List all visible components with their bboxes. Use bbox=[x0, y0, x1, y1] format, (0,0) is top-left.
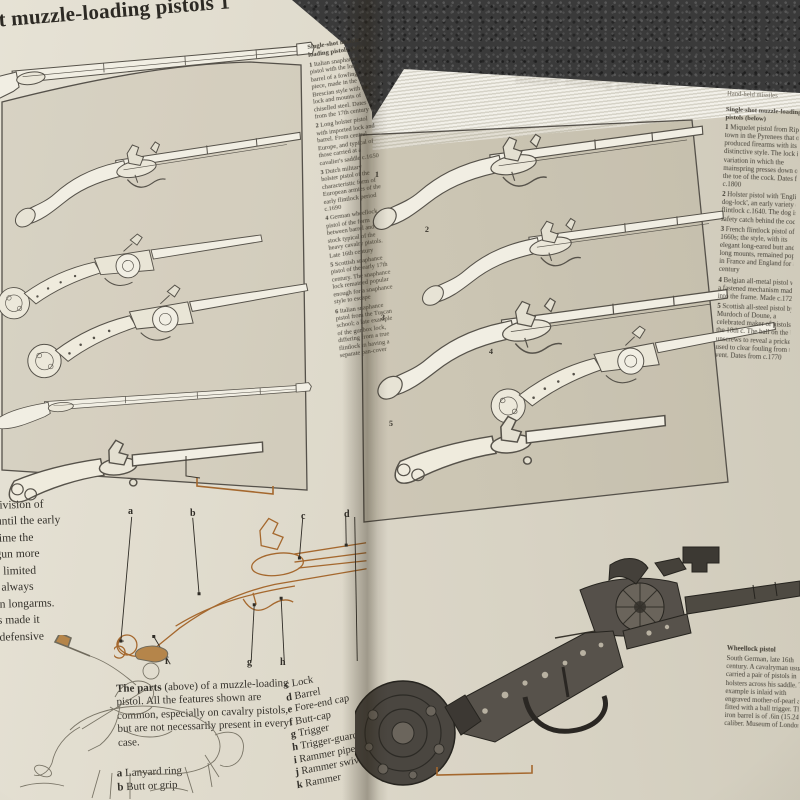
wheellock-caption: Wheellock pistol South German, late 16th… bbox=[722, 645, 800, 797]
right-caption-item: 3 French flintlock pistol of the 1660s; … bbox=[718, 225, 800, 275]
diagram-label-c: c bbox=[301, 511, 306, 522]
diagram-label-g: g bbox=[247, 657, 252, 668]
book-gutter-shadow bbox=[342, 0, 388, 800]
wheellock-caption-title: Wheellock pistol bbox=[726, 645, 776, 654]
figure-number-5: 5 bbox=[388, 418, 394, 429]
diagram-label-b: b bbox=[190, 508, 196, 519]
right-caption-item: 4 Belgian all-metal pistol with a fasten… bbox=[717, 276, 800, 304]
cavalryman-sketch bbox=[19, 635, 244, 800]
diagram-label-a: a bbox=[128, 506, 133, 517]
right-figure-box bbox=[359, 119, 783, 523]
corner-mark bbox=[185, 456, 201, 479]
figure-number-2: 2 bbox=[424, 224, 430, 235]
right-caption-item: 1 Miquelet pistol from Ripoll, a town in… bbox=[722, 124, 800, 189]
figure-number-4: 4 bbox=[488, 346, 494, 357]
wheellock-caption-body: South German, late 16th century. A caval… bbox=[724, 655, 800, 730]
left-figure-box bbox=[0, 41, 317, 504]
right-caption-item: 2 Holster pistol with 'English dog-lock'… bbox=[720, 191, 800, 226]
right-column-heading: Single-shot muzzle-loading pistols (belo… bbox=[725, 106, 800, 123]
intro-text: has been a subdivision ofdid not appear … bbox=[0, 494, 126, 647]
wheellock-pistol-illustration bbox=[355, 546, 800, 786]
diagram-label-h: h bbox=[280, 657, 286, 668]
scale-bar-wheellock bbox=[436, 765, 533, 776]
diagram-label-d: d bbox=[344, 509, 350, 520]
diagram-label-f: f bbox=[165, 656, 169, 667]
scale-bar-left bbox=[196, 478, 274, 495]
right-caption-item: 5 Scottish all-steel pistol by J. Murdoc… bbox=[714, 302, 800, 362]
